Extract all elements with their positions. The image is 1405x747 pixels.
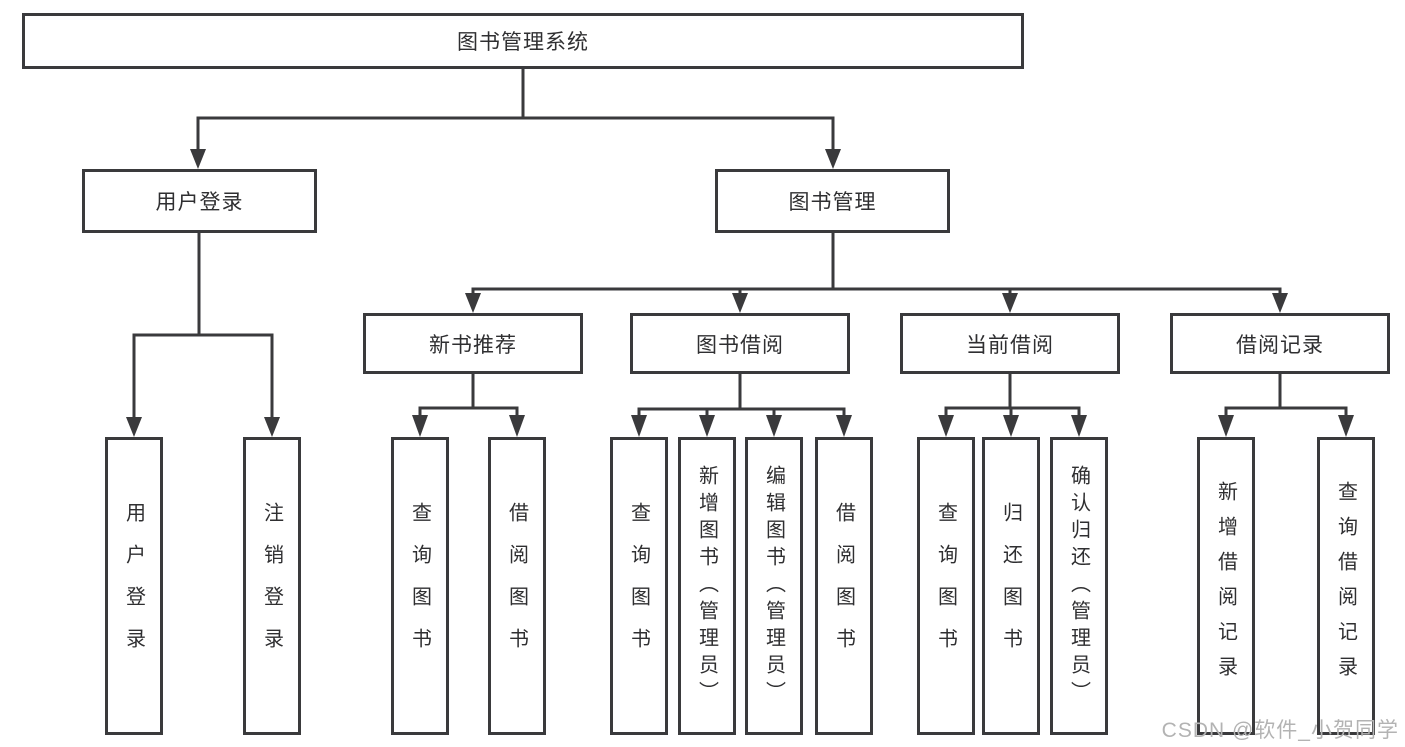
leaf-logout: 注销登录 [243,437,301,735]
leaf-return-books: 归还图书 [982,437,1040,735]
arrowhead [1218,415,1234,437]
arrowhead [766,415,782,437]
arrowhead [631,415,647,437]
node-book-borrow: 图书借阅 [630,313,850,374]
connector-current-borrow-branch [938,374,1087,437]
leaf-borrow-books: 借阅图书 [815,437,873,735]
node-current-borrow: 当前借阅 [900,313,1120,374]
node-new-book-recommend: 新书推荐 [363,313,583,374]
connector-new-book-branch [412,374,525,437]
arrowhead [190,149,206,169]
leaf-add-books-admin: 新增图书（管理员） [678,437,736,735]
leaf-query-books-borrow: 查询图书 [610,437,668,735]
arrowhead [1272,293,1288,313]
node-borrow-records: 借阅记录 [1170,313,1390,374]
connector-book-management-branch [465,233,1288,313]
arrowhead [509,415,525,437]
connector-borrow-records-branch [1218,374,1354,437]
node-user-login: 用户登录 [82,169,317,233]
connector-root-to-level2 [190,69,841,169]
connector-user-login-branch [126,233,280,437]
csdn-watermark: CSDN @软件_小贺同学 [1161,719,1399,742]
leaf-query-borrow-record: 查询借阅记录 [1317,437,1375,735]
leaf-edit-books-admin: 编辑图书（管理员） [745,437,803,735]
arrowhead [699,415,715,437]
arrowhead [732,293,748,313]
arrowhead [1071,415,1087,437]
leaf-confirm-return-admin: 确认归还（管理员） [1050,437,1108,735]
leaf-add-borrow-record: 新增借阅记录 [1197,437,1255,735]
arrowhead [825,149,841,169]
leaf-user-login: 用户登录 [105,437,163,735]
arrowhead [1002,293,1018,313]
leaf-query-books-current: 查询图书 [917,437,975,735]
arrowhead [836,415,852,437]
arrowhead [412,415,428,437]
connector-book-borrow-branch [631,374,852,437]
arrowhead [1003,415,1019,437]
arrowhead [264,417,280,437]
arrowhead [1338,415,1354,437]
leaf-borrow-books-recommend: 借阅图书 [488,437,546,735]
arrowhead [126,417,142,437]
arrowhead [465,293,481,313]
node-book-management: 图书管理 [715,169,950,233]
node-root: 图书管理系统 [22,13,1024,69]
arrowhead [938,415,954,437]
leaf-query-books-recommend: 查询图书 [391,437,449,735]
